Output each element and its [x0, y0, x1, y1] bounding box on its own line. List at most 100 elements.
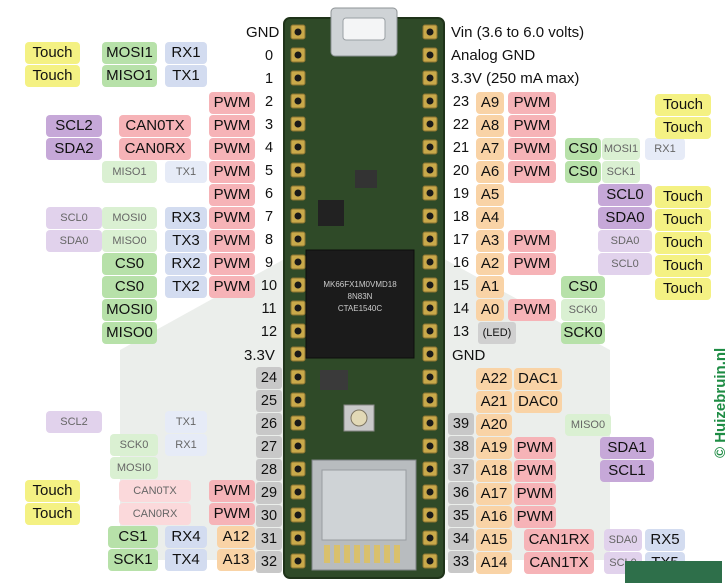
pin-function-label: PWM — [514, 506, 556, 528]
pin-function-label: RX2 — [165, 253, 207, 275]
left-pin-number: 27 — [256, 436, 282, 458]
pin-function-label: CAN1RX — [524, 529, 594, 551]
header-hole-drill — [294, 143, 302, 151]
left-pin-number: 12 — [260, 324, 278, 340]
header-hole-drill — [294, 327, 302, 335]
pin-function-label: PWM — [209, 230, 255, 252]
processor-chip — [305, 249, 415, 359]
right-pin-number: 19 — [452, 186, 470, 202]
pin-function-label: CS0 — [565, 138, 601, 160]
pin-function-label: CS1 — [108, 526, 158, 548]
header-hole-drill — [294, 396, 302, 404]
pin-function-label: PWM — [514, 437, 556, 459]
left-pin-number: 10 — [260, 278, 278, 294]
pin-function-label: A0 — [476, 299, 504, 321]
pin-function-label: Touch — [655, 232, 711, 254]
pin-function-label: SCL0 — [46, 207, 102, 229]
pin-function-label: Touch — [25, 503, 80, 525]
header-hole-drill — [426, 166, 434, 174]
pin-function-label: PWM — [514, 460, 556, 482]
right-header-holes — [422, 24, 438, 569]
pin-function-label: MOSI1 — [102, 42, 157, 64]
pin-function-label: CAN0RX — [119, 503, 191, 525]
brand-logo-icon — [625, 561, 722, 583]
header-hole-drill — [294, 235, 302, 243]
header-hole-drill — [294, 258, 302, 266]
pin-function-label: CS0 — [561, 276, 605, 298]
left-pin-number: 7 — [264, 209, 274, 225]
pin-function-label: TX4 — [165, 549, 207, 571]
pin-function-label: CS0 — [102, 253, 157, 275]
pin-function-label: MOSI1 — [602, 138, 640, 160]
left-pin-number: 29 — [256, 482, 282, 504]
gnd-right-label: GND — [452, 347, 486, 364]
header-hole-drill — [426, 258, 434, 266]
pin-function-label: PWM — [508, 92, 556, 114]
pin-function-label: SCL2 — [46, 115, 102, 137]
pin-function-label: SCK0 — [561, 322, 605, 344]
pin-function-label: MOSI0 — [110, 457, 158, 479]
pin-function-label: A14 — [476, 552, 512, 574]
pin-function-label: CAN0RX — [119, 138, 191, 160]
pin-function-label: Touch — [655, 94, 711, 116]
header-hole-drill — [426, 442, 434, 450]
left-pin-number: 8 — [264, 232, 274, 248]
left-pin-number: 26 — [256, 413, 282, 435]
pin-function-label: SCK1 — [108, 549, 158, 571]
pin-function-label: RX3 — [165, 207, 207, 229]
left-pin-number: 1 — [264, 71, 274, 87]
pin-function-label: SDA0 — [46, 230, 102, 252]
header-hole-drill — [294, 511, 302, 519]
pin-function-label: Touch — [655, 186, 711, 208]
pin-function-label: TX1 — [165, 411, 207, 433]
pin-function-label: MOSI0 — [102, 299, 157, 321]
header-hole-drill — [426, 465, 434, 473]
left-pin-number: 11 — [261, 301, 277, 317]
pin-function-label: TX1 — [165, 65, 207, 87]
header-hole-drill — [426, 281, 434, 289]
header-hole-drill — [426, 557, 434, 565]
pin-function-label: MISO1 — [102, 161, 157, 183]
pin-function-label: SCL1 — [600, 460, 654, 482]
pin-function-label: SDA2 — [46, 138, 102, 160]
pin-function-label: SCL0 — [598, 184, 652, 206]
pin-function-label: A17 — [476, 483, 512, 505]
pin-function-label: RX1 — [165, 42, 207, 64]
pin-function-label: PWM — [508, 299, 556, 321]
pin-function-label: PWM — [209, 161, 255, 183]
sd-contact — [354, 545, 360, 563]
header-hole-drill — [426, 143, 434, 151]
header-hole-drill — [294, 281, 302, 289]
sd-contact — [374, 545, 380, 563]
right-pin-number: 18 — [452, 209, 470, 225]
pin-function-label: A12 — [217, 526, 255, 548]
v33-label: 3.3V (250 mA max) — [451, 70, 580, 87]
header-hole-drill — [426, 97, 434, 105]
pin-function-label: PWM — [209, 276, 255, 298]
left-pin-number: 25 — [256, 390, 282, 412]
pin-function-label: Touch — [655, 117, 711, 139]
left-pin-number: 31 — [256, 528, 282, 550]
pin-function-label: MOSI0 — [102, 207, 157, 229]
pin-function-label: PWM — [209, 138, 255, 160]
pin-function-label: TX2 — [165, 276, 207, 298]
pin-function-label: Touch — [655, 255, 711, 277]
pin-function-label: A2 — [476, 253, 504, 275]
pin-function-label: DAC0 — [514, 391, 562, 413]
header-hole-drill — [426, 534, 434, 542]
pin-function-label: SDA0 — [598, 230, 652, 252]
pin-function-label: Touch — [25, 42, 80, 64]
header-hole-drill — [294, 74, 302, 82]
sd-contact — [324, 545, 330, 563]
pin-function-label: A20 — [476, 414, 512, 436]
header-hole-drill — [426, 373, 434, 381]
pin-function-label: A13 — [217, 549, 255, 571]
right-pin-number: 36 — [448, 482, 474, 504]
header-hole-drill — [426, 235, 434, 243]
pin-function-label: MISO0 — [102, 322, 157, 344]
pin-function-label: PWM — [209, 503, 255, 525]
pin-function-label: A16 — [476, 506, 512, 528]
pin-function-label: SDA0 — [598, 207, 652, 229]
vin-label: Vin (3.6 to 6.0 volts) — [451, 24, 585, 41]
